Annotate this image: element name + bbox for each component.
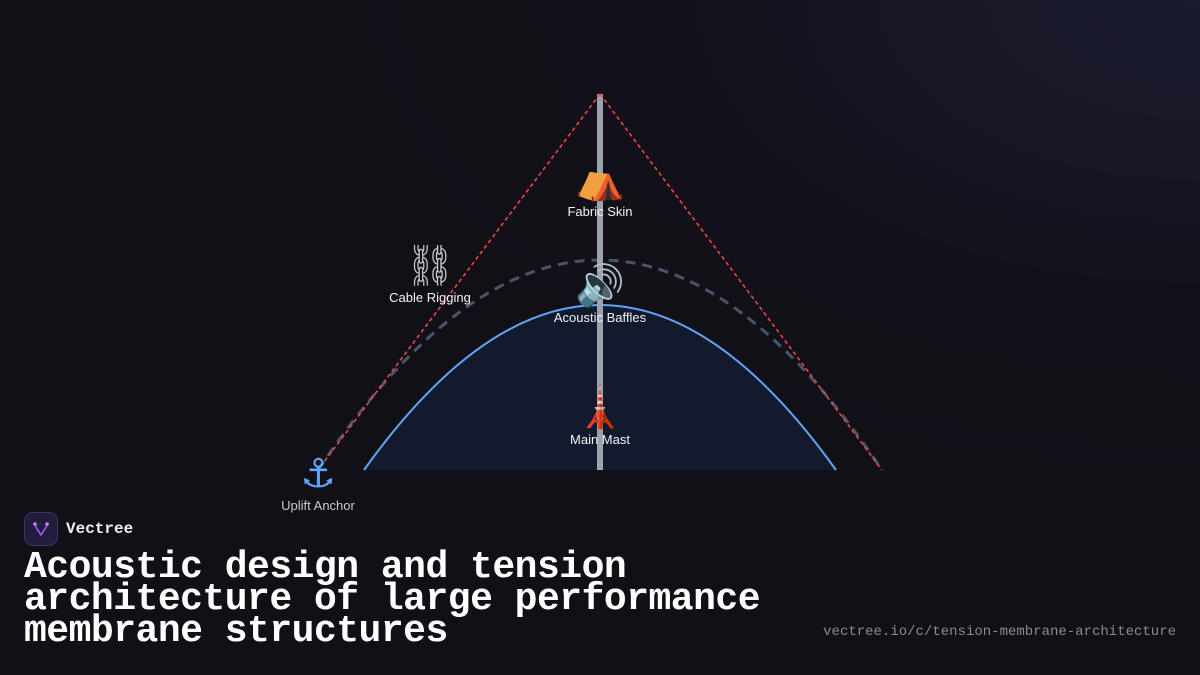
page-title: Acoustic design and tension architecture… — [24, 546, 761, 653]
node-uplift-anchor: ⚓ Uplift Anchor — [281, 452, 355, 513]
node-acoustic-baffles: 🔊 Acoustic Baffles — [554, 264, 646, 325]
fabric-skin-label: Fabric Skin — [567, 204, 633, 219]
tension-line-right — [599, 93, 883, 471]
tower-icon: 🗼 — [575, 385, 625, 431]
acoustic-baffles-label: Acoustic Baffles — [553, 310, 647, 325]
brand[interactable]: Vectree — [24, 512, 133, 546]
tent-icon: ⛺ — [575, 157, 625, 203]
anchor-icon: ⚓ — [300, 451, 336, 497]
source-url[interactable]: vectree.io/c/tension-membrane-architectu… — [823, 624, 1176, 640]
uplift-anchor-label: Uplift Anchor — [281, 498, 355, 513]
node-fabric-skin: ⛺ Fabric Skin — [567, 158, 632, 219]
vectree-logo-icon — [24, 512, 58, 546]
node-main-mast: 🗼 Main Mast — [570, 386, 630, 447]
tension-line-left — [317, 93, 601, 471]
cable-rigging-label: Cable Rigging — [389, 290, 471, 305]
main-mast-label: Main Mast — [570, 432, 630, 447]
brand-name: Vectree — [66, 520, 134, 538]
chain-icon: ⛓ — [404, 243, 456, 289]
node-cable-rigging: ⛓ Cable Rigging — [389, 244, 471, 305]
speaker-icon: 🔊 — [575, 263, 625, 309]
